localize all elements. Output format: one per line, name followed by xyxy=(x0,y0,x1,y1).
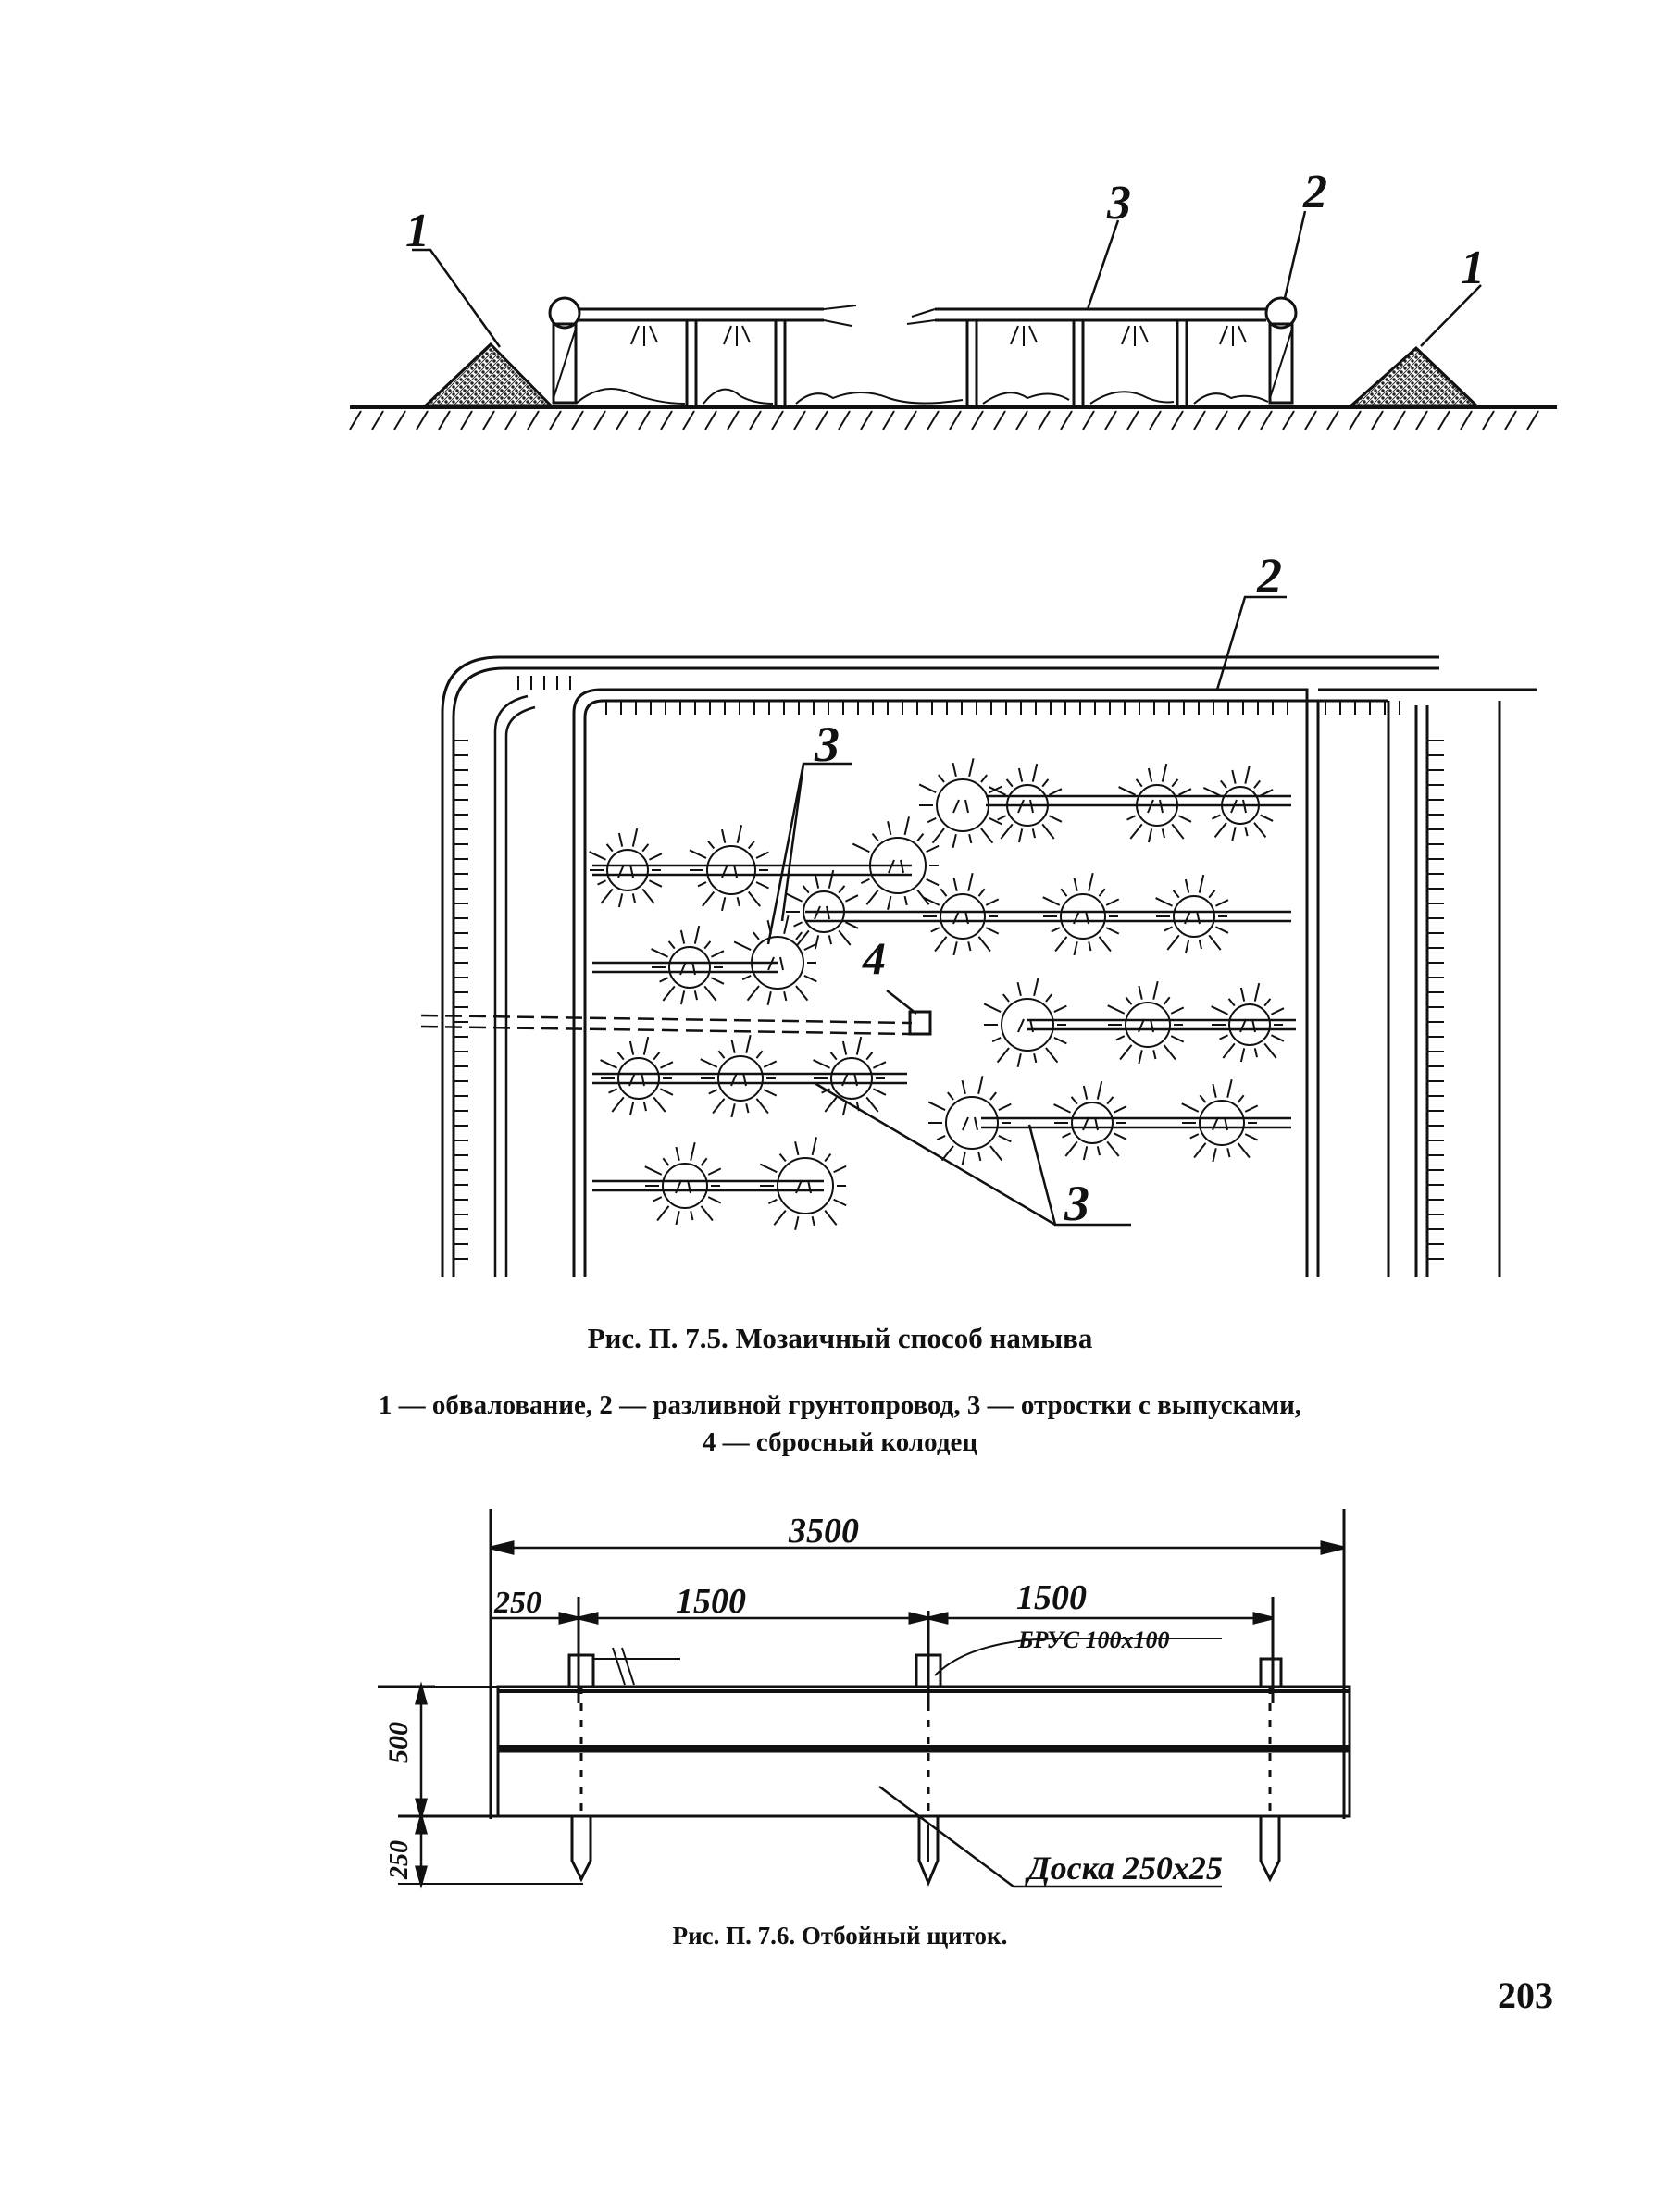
post-label: БРУС 100х100 xyxy=(1017,1626,1170,1653)
embankment-ticks xyxy=(454,676,1444,1260)
pipe-post-left xyxy=(552,322,578,405)
dim-total-width: 3500 xyxy=(788,1512,859,1551)
embankment-left xyxy=(422,342,554,407)
label-plan-well: 4 xyxy=(862,932,886,984)
ground-hatching xyxy=(349,410,1539,430)
page-number: 203 xyxy=(1498,1974,1553,2016)
outlet-bursts xyxy=(589,758,1285,1230)
buffer-shield-drawing xyxy=(378,1509,1351,1889)
dim-edge-offset: 250 xyxy=(493,1586,541,1620)
embankment-right xyxy=(1348,345,1480,407)
label-plan-pipeline: 2 xyxy=(1256,548,1282,604)
dim-board-height: 500 xyxy=(383,1722,414,1763)
plan-view-diagram xyxy=(420,595,1537,1277)
label-embankment-left: 1 xyxy=(405,205,429,257)
dim-stake-depth: 250 xyxy=(385,1840,414,1880)
label-pipeline: 2 xyxy=(1302,166,1327,218)
discharge-well xyxy=(908,1010,932,1036)
label-outlet-branch: 3 xyxy=(1106,177,1131,230)
label-plan-branches-top: 3 xyxy=(814,716,840,772)
pipe-cross-section-right xyxy=(1264,296,1298,330)
figure-7-5-caption: Рис. П. 7.5. Мозаичный способ намыва xyxy=(587,1322,1093,1354)
pipe-post-right xyxy=(1268,322,1294,405)
label-embankment-right: 1 xyxy=(1461,242,1485,294)
pipe-cross-section-left xyxy=(548,296,581,330)
label-plan-branches-bottom: 3 xyxy=(1064,1176,1089,1231)
board-label: Доска 250х25 xyxy=(1025,1850,1223,1887)
dim-post-span-1: 1500 xyxy=(676,1582,746,1621)
figure-7-6-caption: Рис. П. 7.6. Отбойный щиток. xyxy=(672,1922,1008,1949)
figure-7-5-legend-line-2: 4 — сбросный колодец xyxy=(702,1427,978,1457)
figure-7-5-legend-line-1: 1 — обвалование, 2 — разливной грунтопро… xyxy=(378,1390,1302,1420)
dim-post-span-2: 1500 xyxy=(1016,1578,1087,1617)
cross-section-diagram xyxy=(349,210,1557,430)
drain-line xyxy=(420,1014,913,1025)
